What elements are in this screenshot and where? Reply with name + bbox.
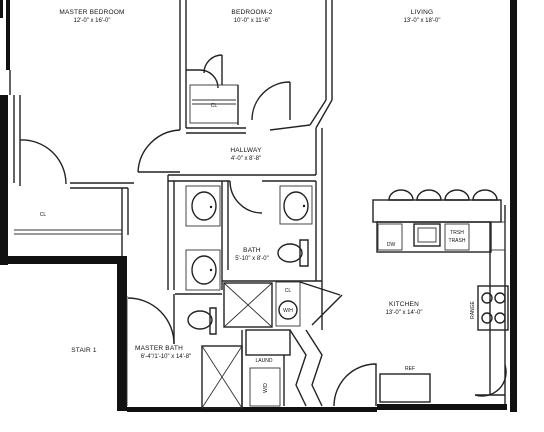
hallway-walls: [137, 124, 323, 214]
bedroom2-closet: [186, 54, 333, 134]
closet-label-small: CL: [211, 103, 218, 109]
room-labels: MASTER BEDROOM 12'-0" x 16'-0" BEDROOM-2…: [59, 9, 440, 364]
master-bedroom-name: MASTER BEDROOM: [59, 9, 124, 16]
exterior-walls: [0, 0, 517, 412]
wh-label: W/H: [283, 308, 293, 314]
fixture-labels: CL CL DW TRSH TRASH REF W/H CL RANGE W/D: [40, 103, 476, 393]
master-bath-dims: 6'-4"/1'-10" x 14'-8": [141, 354, 192, 360]
dishwasher-label: DW: [387, 242, 396, 248]
trash-label-2: TRASH: [449, 238, 466, 244]
living-dims: 13'-0" x 18'-0": [404, 18, 441, 24]
bedroom2-name: BEDROOM-2: [231, 9, 272, 16]
hallway-name: HALLWAY: [230, 147, 262, 154]
master-bedroom-walls: [9, 70, 134, 256]
master-bedroom-dims: 12'-0" x 16'-0": [74, 18, 111, 24]
wd-label: W/D: [263, 383, 269, 393]
range-label: RANGE: [470, 300, 476, 318]
trash-label: TRSH: [450, 230, 464, 236]
kitchen-dims: 13'-0" x 14'-0": [386, 310, 423, 316]
hallway-dims: 4'-0" x 8'-8": [231, 156, 261, 162]
laundry-label: LAUND: [256, 358, 273, 364]
master-bath-name: MASTER BATH: [135, 345, 183, 352]
bath-dims: 5'-10" x 8'-0": [235, 256, 269, 262]
closet-label-left: CL: [40, 212, 47, 218]
closet-label-bath: CL: [285, 288, 292, 294]
laundry-area: [245, 281, 343, 407]
ref-label: REF: [405, 366, 415, 372]
bath-fixtures: [127, 175, 323, 409]
kitchen-fixtures: [333, 189, 509, 407]
living-name: LIVING: [411, 9, 434, 16]
bath-name: BATH: [243, 247, 261, 254]
bedroom2-dims: 10'-0" x 11'-6": [234, 18, 270, 24]
stair-name: STAIR 1: [71, 347, 97, 354]
kitchen-name: KITCHEN: [389, 301, 419, 308]
